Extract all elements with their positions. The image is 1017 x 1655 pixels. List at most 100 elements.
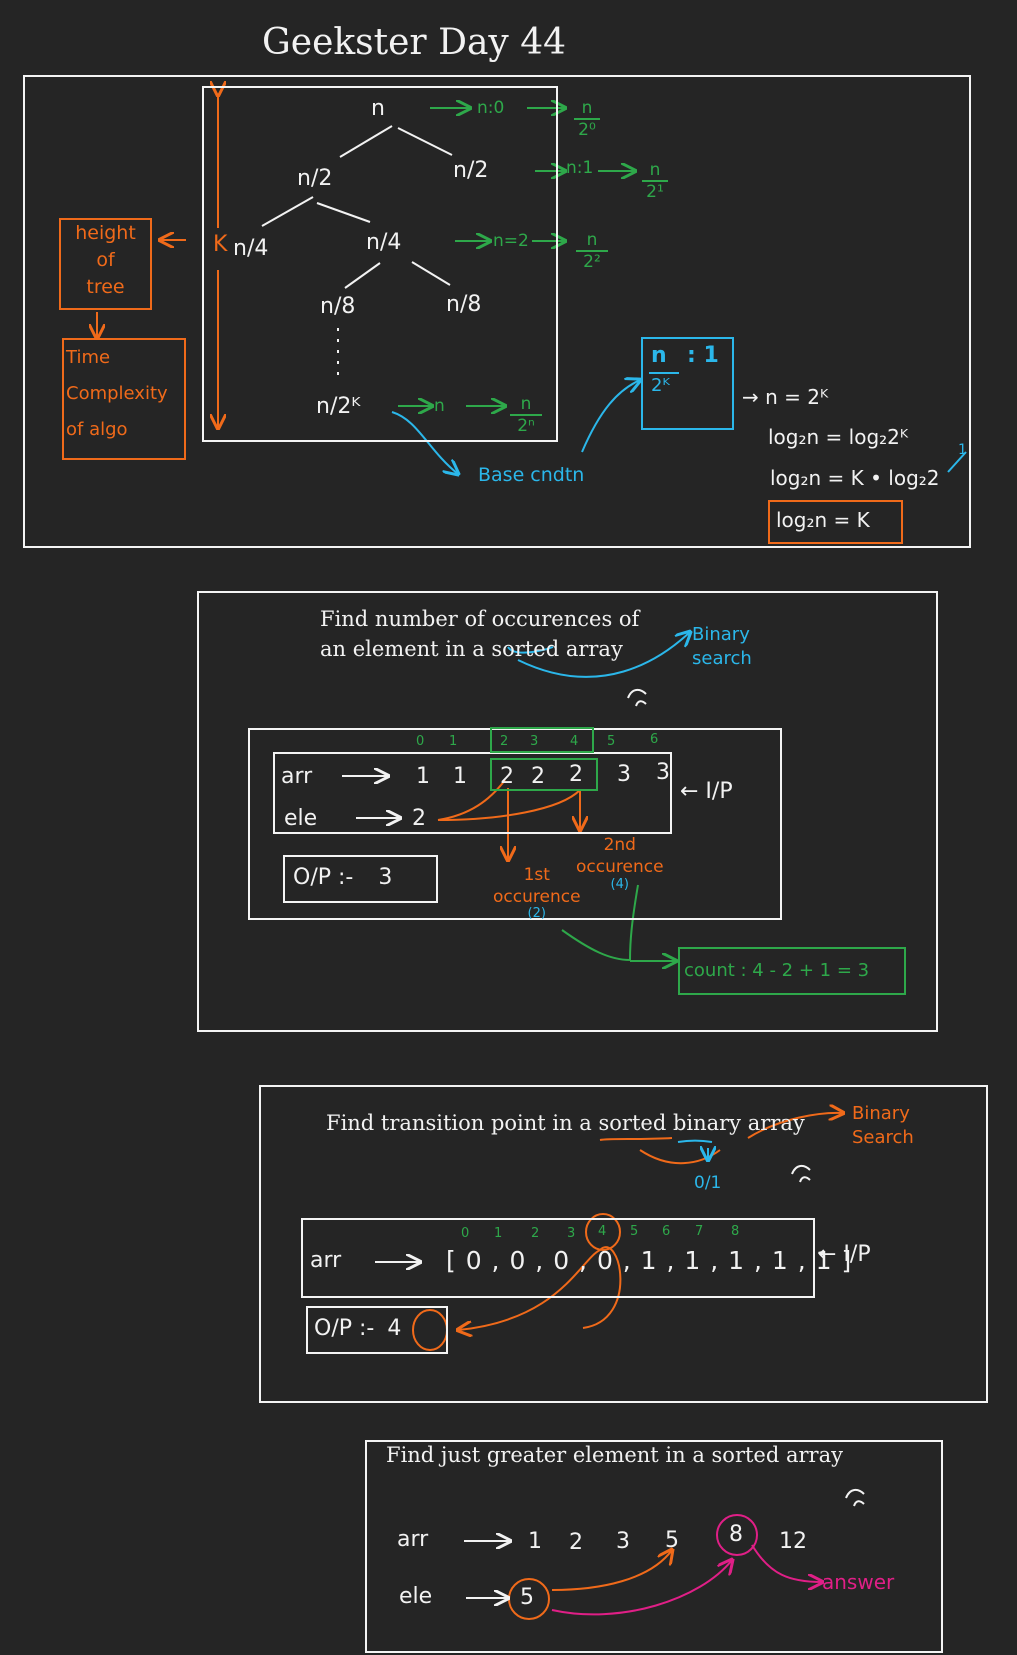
s2-index-2: 2: [500, 734, 509, 749]
k-label: K: [213, 232, 228, 257]
s3-index-8: 8: [731, 1224, 740, 1239]
s2-arr-label: arr: [281, 764, 313, 789]
s2-ele-label: ele: [284, 806, 318, 831]
level-eq-2: n=2: [493, 231, 529, 251]
s3-index-0: 0: [461, 1226, 470, 1241]
s2-index-6: 6: [650, 732, 659, 747]
s3-index-3: 3: [567, 1226, 576, 1241]
fraction-k: n 2ⁿ: [510, 394, 542, 436]
s3-index-4: 4: [598, 1224, 607, 1239]
s4-arr-val-0: 1: [528, 1529, 542, 1554]
s2-index-5: 5: [607, 734, 616, 749]
fraction-2: n 2²: [576, 230, 608, 272]
height-word: height: [75, 222, 136, 244]
s4-arr-val-4: 8: [729, 1522, 743, 1547]
of-algo-word: of algo: [66, 419, 128, 440]
s2-op-value: 3: [378, 865, 393, 890]
deriv-strike-one: 1: [958, 442, 967, 458]
tree-frame: [202, 86, 558, 442]
level-eq-1: n:1: [566, 158, 594, 178]
s2-arr-val-2: 2: [500, 764, 514, 789]
section-transition-point: [259, 1085, 988, 1403]
s2-count: count : 4 - 2 + 1 = 3: [684, 960, 870, 981]
base-condition-label: Base cndtn: [478, 464, 585, 486]
s3-index-7: 7: [695, 1224, 704, 1239]
s3-op-label: O/P :-: [314, 1316, 375, 1341]
complexity-word: Complexity: [66, 383, 168, 404]
tree-root: n: [371, 96, 385, 121]
s3-ip-label: ← I/P: [818, 1242, 871, 1267]
deriv-line-1: → n = 2ᴷ: [742, 385, 829, 409]
s4-ele-label: ele: [399, 1584, 433, 1609]
tree-node-lr: n/4: [366, 230, 402, 255]
s3-arr-label: arr: [310, 1248, 342, 1273]
s2-method: Binary search: [692, 623, 752, 671]
s2-ele-value: 2: [412, 806, 426, 831]
s4-arr-val-3: 5: [665, 1528, 679, 1553]
fraction-1-den: 2¹: [642, 180, 668, 202]
time-complexity-box: Time Complexity of algo: [62, 338, 186, 460]
s2-first-occ-2: occurence: [493, 887, 581, 907]
s3-index-6: 6: [662, 1224, 671, 1239]
base-case-eq: : 1: [687, 343, 719, 368]
fraction-1-num: n: [649, 160, 661, 180]
s2-second-occ-1: 2nd: [603, 835, 636, 855]
s2-title-line1: Find number of occurences of: [320, 607, 640, 631]
tree-node-lrr: n/8: [446, 292, 482, 317]
s2-arr-val-0: 1: [416, 764, 430, 789]
s4-arr-val-1: 2: [569, 1530, 583, 1555]
s2-index-0: 0: [416, 734, 425, 749]
fraction-1: n 2¹: [642, 160, 668, 202]
s3-index-1: 1: [494, 1226, 503, 1241]
fraction-0-num: n: [581, 98, 593, 118]
s2-second-occ: 2nd occurence (4): [576, 834, 664, 892]
base-case-box: n : 1 2ᴷ: [641, 337, 734, 430]
base-case-den: 2ᴷ: [651, 375, 670, 396]
section-just-greater: [365, 1440, 943, 1653]
tree-edges: [261, 125, 453, 380]
s2-index-4: 4: [570, 734, 579, 749]
s2-title-line2: an element in a sorted array: [320, 637, 623, 661]
s2-second-occ-idx: (4): [610, 877, 629, 892]
s2-ip-label: ← I/P: [680, 779, 733, 804]
base-case-bar: [649, 372, 679, 374]
s2-index-highlight: [490, 727, 594, 753]
section-count-occurrences: [197, 591, 938, 1032]
s2-count-box: count : 4 - 2 + 1 = 3: [678, 947, 906, 995]
deriv-line-2: log₂n = log₂2ᴷ: [768, 425, 909, 449]
s2-index-1: 1: [449, 734, 458, 749]
section-recursion-tree: [23, 75, 971, 548]
s2-first-occ-idx: (2): [527, 906, 546, 921]
s3-index-2: 2: [531, 1226, 540, 1241]
s2-input-box: [273, 752, 672, 834]
height-of-tree-box: height of tree: [59, 218, 152, 310]
s3-sub: 0/1: [694, 1173, 722, 1193]
s2-method-2: search: [692, 648, 752, 669]
s3-method-1: Binary: [852, 1103, 910, 1124]
fraction-2-num: n: [586, 230, 598, 250]
s3-method: Binary Search: [852, 1102, 914, 1150]
s4-arr-label: arr: [397, 1527, 429, 1552]
s2-second-occ-2: occurence: [576, 857, 664, 877]
s3-op-value: 4: [387, 1316, 402, 1341]
s2-op-label: O/P :-: [293, 865, 354, 890]
fraction-0: n 2⁰: [574, 98, 600, 140]
tree-node-right: n/2: [453, 158, 489, 183]
fraction-2-den: 2²: [576, 250, 608, 272]
s2-method-1: Binary: [692, 624, 750, 645]
s2-arr-val-5: 3: [617, 762, 631, 787]
time-word: Time: [66, 347, 111, 368]
of-word: of: [96, 249, 115, 271]
s2-first-occ: 1st occurence (2): [493, 864, 581, 920]
deriv-line-3: log₂n = K • log₂2: [770, 466, 940, 490]
s2-value-highlight: [490, 758, 598, 791]
s4-answer: answer: [822, 1570, 895, 1594]
tree-node-left: n/2: [297, 166, 333, 191]
s2-arr-val-3: 2: [531, 764, 545, 789]
tree-word: tree: [86, 276, 125, 298]
s3-arr-values: [ 0 , 0 , 0 , 0 , 1 , 1 , 1 , 1 , 1 ]: [446, 1246, 853, 1275]
s3-index-5: 5: [630, 1224, 639, 1239]
tree-node-lrl: n/8: [320, 294, 356, 319]
s2-output-box: O/P :- 3: [283, 855, 438, 903]
s4-arr-val-5: 12: [779, 1529, 807, 1554]
